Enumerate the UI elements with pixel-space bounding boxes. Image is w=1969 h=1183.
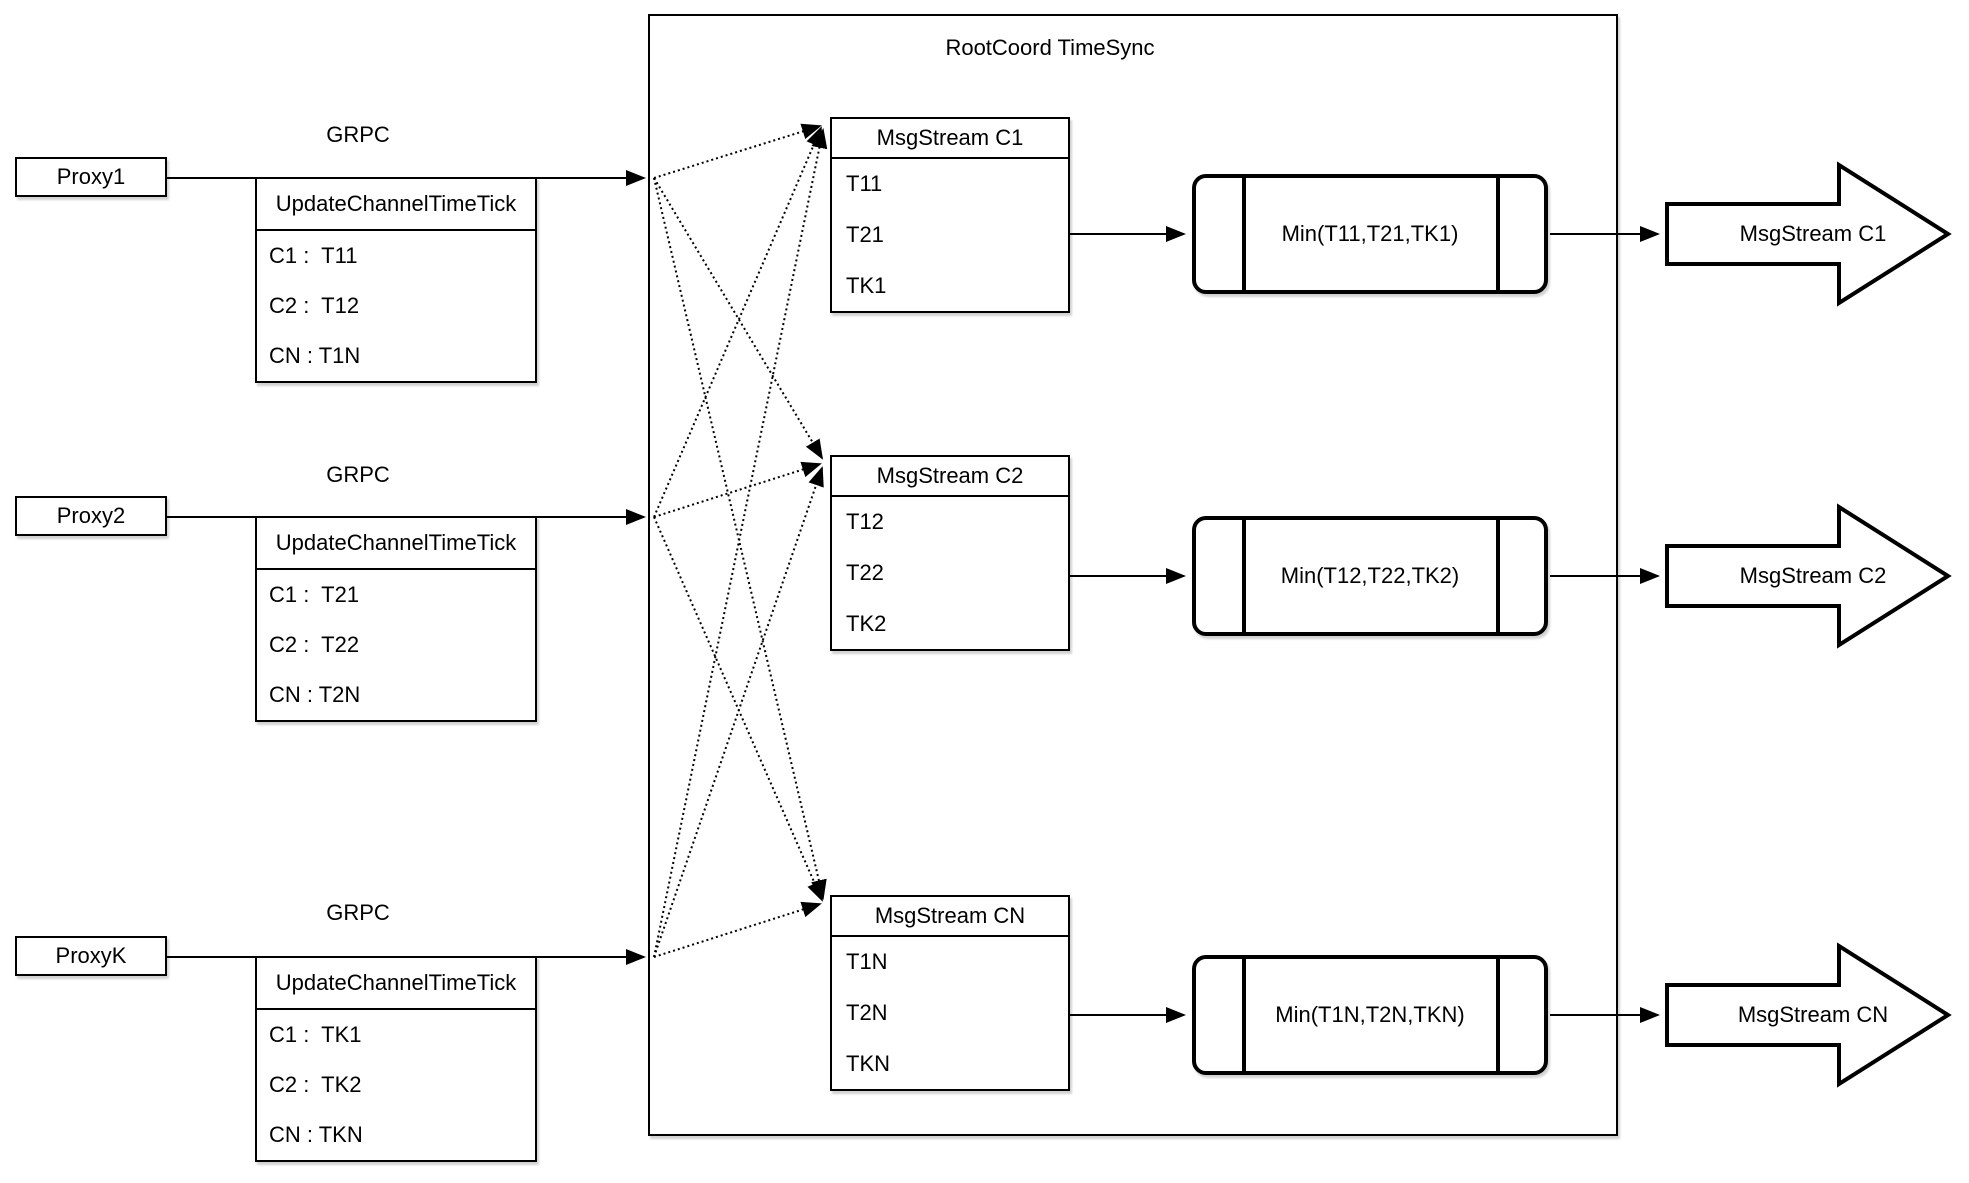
grpc-label-2: GRPC <box>326 462 390 487</box>
table-row: TKN <box>846 1050 890 1076</box>
table-row: CN : T2N <box>269 682 361 707</box>
msgstream-table-header: MsgStream CN <box>832 897 1068 937</box>
table-row: T1N <box>846 949 888 975</box>
proxy-label-1: Proxy1 <box>56 164 126 189</box>
msgstream-table-header: MsgStream C2 <box>832 457 1068 497</box>
grpc-label-3: GRPC <box>326 900 390 925</box>
min-box-left-bar <box>1242 178 1246 290</box>
min-box-2: Min(T12,T22,TK2) <box>1192 516 1548 636</box>
msgstream-table-header: MsgStream C1 <box>832 119 1068 159</box>
output-arrow-label-2: MsgStream C2 <box>1739 563 1887 588</box>
table-row: C1 : T21 <box>269 582 360 607</box>
output-arrow-label-3: MsgStream CN <box>1737 1002 1889 1027</box>
msgstream-table-3: MsgStream CN T1N T2N TKN <box>830 895 1070 1091</box>
table-row: CN : TKN <box>269 1122 363 1147</box>
table-row: T11 <box>846 171 883 197</box>
timetick-table-header: UpdateChannelTimeTick <box>257 179 535 231</box>
proxy-box-3: ProxyK <box>15 936 167 976</box>
timetick-table-3: UpdateChannelTimeTick C1 : TK1 C2 : TK2 … <box>255 956 537 1162</box>
block-arrow-shape <box>1665 942 1952 1088</box>
table-row: C2 : T22 <box>269 632 360 657</box>
table-row: T22 <box>846 560 884 585</box>
table-row: C2 : TK2 <box>269 1072 362 1097</box>
timetick-table-header: UpdateChannelTimeTick <box>257 518 535 570</box>
table-row: C1 : TK1 <box>269 1022 362 1047</box>
min-box-right-bar <box>1496 959 1500 1071</box>
diagram-title: RootCoord TimeSync <box>945 35 1155 60</box>
output-arrow-2: MsgStream C2 <box>1664 502 1954 650</box>
table-row: C2 : T12 <box>269 293 360 318</box>
min-label-2: Min(T12,T22,TK2) <box>1280 563 1460 588</box>
min-label-3: Min(T1N,T2N,TKN) <box>1275 1002 1465 1027</box>
output-arrow-1: MsgStream C1 <box>1664 160 1954 308</box>
min-label-1: Min(T11,T21,TK1) <box>1281 221 1459 246</box>
proxy-label-3: ProxyK <box>55 943 127 968</box>
proxy-box-1: Proxy1 <box>15 157 167 197</box>
proxy-box-2: Proxy2 <box>15 496 167 536</box>
table-row: C1 : T11 <box>269 243 358 268</box>
min-box-left-bar <box>1242 520 1246 632</box>
min-box-left-bar <box>1242 959 1246 1071</box>
table-row: TK2 <box>846 610 887 636</box>
output-arrow-3: MsgStream CN <box>1664 941 1954 1089</box>
timetick-table-1: UpdateChannelTimeTick C1 : T11 C2 : T12 … <box>255 177 537 383</box>
table-row: T2N <box>846 1000 888 1025</box>
block-arrow-shape <box>1665 161 1952 307</box>
msgstream-table-2: MsgStream C2 T12 T22 TK2 <box>830 455 1070 651</box>
table-row: T21 <box>846 222 884 247</box>
proxy-label-2: Proxy2 <box>56 503 126 528</box>
block-arrow-shape <box>1665 503 1952 649</box>
table-row: CN : T1N <box>269 343 361 368</box>
min-box-right-bar <box>1496 178 1500 290</box>
timetick-table-2: UpdateChannelTimeTick C1 : T21 C2 : T22 … <box>255 516 537 722</box>
grpc-label-1: GRPC <box>326 122 390 147</box>
min-box-right-bar <box>1496 520 1500 632</box>
output-arrow-label-1: MsgStream C1 <box>1739 221 1887 246</box>
table-row: T12 <box>846 509 884 535</box>
table-row: TK1 <box>846 272 887 298</box>
timetick-table-header: UpdateChannelTimeTick <box>257 958 535 1010</box>
msgstream-table-1: MsgStream C1 T11 T21 TK1 <box>830 117 1070 313</box>
min-box-1: Min(T11,T21,TK1) <box>1192 174 1548 294</box>
min-box-3: Min(T1N,T2N,TKN) <box>1192 955 1548 1075</box>
